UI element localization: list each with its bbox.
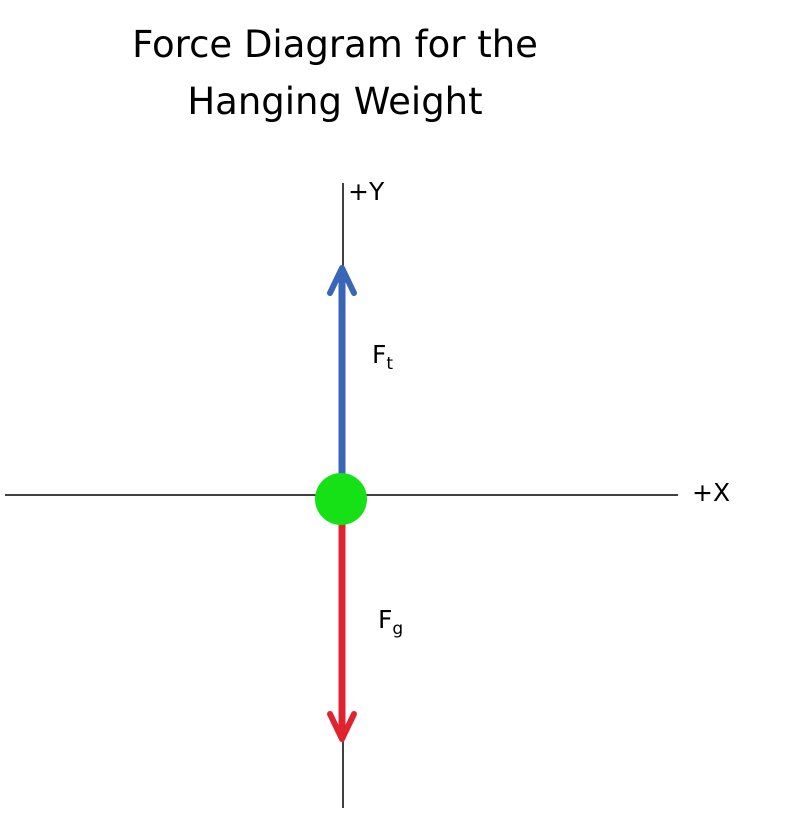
gravity-arrow bbox=[327, 520, 357, 742]
y-axis-label: +Y bbox=[348, 177, 385, 206]
diagram-title: Force Diagram for the Hanging Weight bbox=[0, 16, 670, 130]
title-line-1: Force Diagram for the bbox=[132, 23, 538, 66]
hanging-weight-point bbox=[315, 473, 367, 525]
tension-arrow-head bbox=[327, 265, 357, 296]
x-axis-label: +X bbox=[692, 478, 731, 507]
tension-subscript: t bbox=[386, 354, 394, 374]
gravity-symbol: F bbox=[378, 605, 393, 634]
tension-arrow bbox=[327, 265, 357, 478]
tension-force-label: Ft bbox=[372, 340, 393, 374]
gravity-force-label: Fg bbox=[378, 605, 403, 639]
gravity-subscript: g bbox=[392, 619, 404, 639]
gravity-arrow-head bbox=[327, 711, 357, 742]
tension-symbol: F bbox=[372, 340, 387, 369]
title-line-2: Hanging Weight bbox=[187, 80, 483, 123]
